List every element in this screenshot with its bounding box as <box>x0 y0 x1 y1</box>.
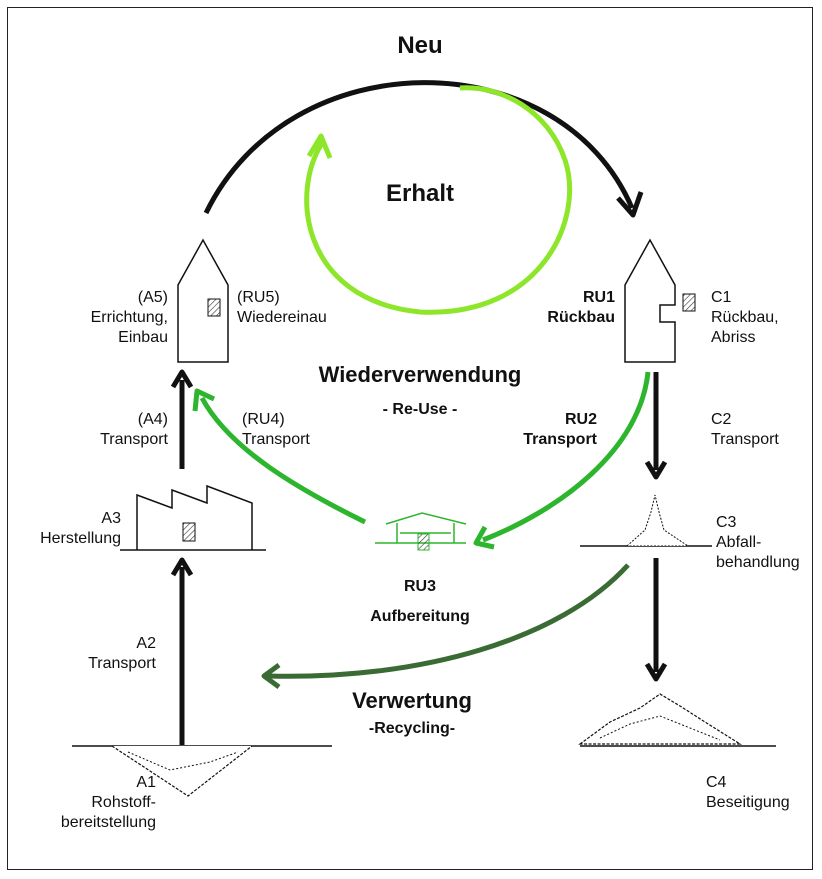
label-a2: A2 Transport <box>88 635 156 672</box>
label-a1: A1 Rohstoff- bereitstellung <box>60 774 156 831</box>
title-neu: Neu <box>397 32 443 59</box>
label-ru1: RU1 Rückbau <box>547 289 615 326</box>
title-wiederverwendung: Wiederverwendung <box>318 362 522 387</box>
factory-a3 <box>136 484 253 550</box>
label-c1: C1 Rückbau, Abriss <box>711 289 779 346</box>
label-a5: (A5) Errichtung, Einbau <box>90 289 168 346</box>
label-c4: C4 Beseitigung <box>706 774 790 811</box>
label-c2: C2 Transport <box>711 411 779 448</box>
a1-pit <box>111 745 253 797</box>
erhalt-arrowhead <box>306 133 333 159</box>
label-ru5: (RU5) Wiedereinau <box>237 289 327 326</box>
subtitle-reuse: - Re-Use - <box>382 401 458 418</box>
label-ru2: RU2 Transport <box>523 411 597 448</box>
neu-arrowhead <box>616 191 644 218</box>
component-c1 <box>682 293 696 312</box>
arrow-recycling <box>267 563 630 679</box>
label-a3: A3 Herstellung <box>40 510 121 547</box>
arrow-ru4 <box>199 396 367 525</box>
subtitle-recycling: -Recycling- <box>368 720 456 737</box>
component-a5 <box>207 298 221 317</box>
label-a4: (A4) Transport <box>100 411 168 448</box>
building-c1 <box>624 238 676 363</box>
component-ru3 <box>417 533 430 551</box>
label-ru3: RU3 Aufbereitung <box>370 578 470 625</box>
neu-arc <box>203 80 635 215</box>
building-a5 <box>177 238 229 363</box>
erhalt-circle <box>304 85 573 315</box>
title-erhalt: Erhalt <box>385 180 454 207</box>
label-ru4: (RU4) Transport <box>242 411 310 448</box>
label-c3: C3 Abfall- behandlung <box>716 514 800 571</box>
arrow-ru2 <box>482 371 651 543</box>
diagram-frame <box>7 7 813 870</box>
workshop-ru3 <box>375 512 467 544</box>
component-a3 <box>182 522 196 542</box>
c3-heap <box>625 494 690 547</box>
c4-heap <box>578 693 743 745</box>
title-verwertung: Verwertung <box>352 688 472 713</box>
